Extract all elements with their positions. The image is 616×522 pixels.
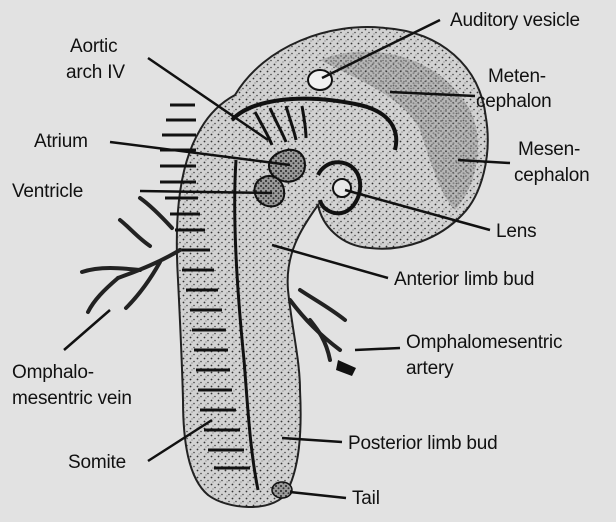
label-ventricle: Ventricle: [12, 181, 83, 202]
label-atrium: Atrium: [34, 131, 88, 152]
auditory-vesicle-shape: [308, 70, 332, 90]
leader-tail: [290, 492, 346, 498]
label-omphalo-vein-2: mesentric vein: [12, 388, 132, 409]
omphalomesentric-vein-shape: [82, 198, 180, 312]
label-mesencephalon-2: cephalon: [514, 165, 590, 186]
label-metencephalon-1: Meten-: [488, 66, 546, 87]
lens-shape: [333, 179, 351, 197]
label-auditory-vesicle: Auditory vesicle: [450, 10, 580, 31]
label-aortic-arch-1: Aortic: [70, 36, 117, 57]
label-omphalo-artery-1: Omphalomesentric: [406, 332, 562, 353]
label-omphalo-vein-1: Omphalo-: [12, 362, 94, 383]
label-tail: Tail: [352, 488, 380, 509]
omphalomesentric-artery-shape: [290, 290, 345, 360]
leader-omphalo-artery: [355, 348, 400, 350]
label-omphalo-artery-2: artery: [406, 358, 454, 379]
label-aortic-arch-2: arch IV: [66, 62, 125, 83]
artery-tip: [336, 360, 356, 376]
leader-omphalo-vein: [64, 310, 110, 350]
label-posterior-limb-bud: Posterior limb bud: [348, 433, 498, 454]
label-metencephalon-2: cephalon: [476, 91, 552, 112]
heart-ventricle-shape: [255, 176, 285, 206]
label-anterior-limb-bud: Anterior limb bud: [394, 269, 534, 290]
label-lens: Lens: [496, 221, 536, 242]
label-mesencephalon-1: Mesen-: [518, 139, 580, 160]
label-somite: Somite: [68, 452, 126, 473]
tail-shape: [272, 482, 292, 498]
